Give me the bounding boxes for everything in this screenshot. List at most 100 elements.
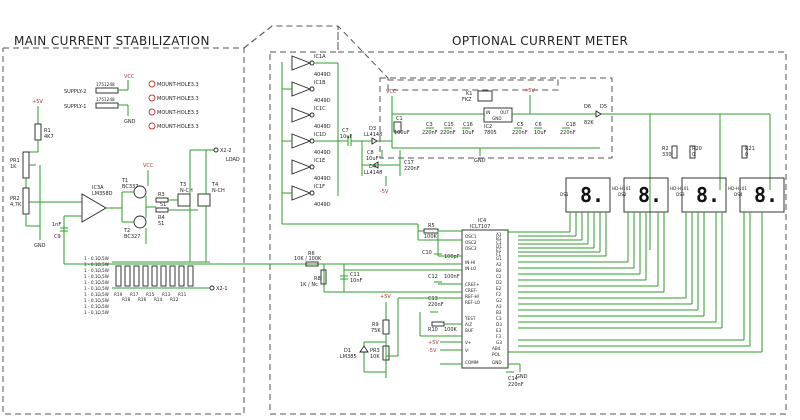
- r6-label: R6: [308, 251, 315, 257]
- shunt-spec: 1 - 0,1Ω,5W: [84, 256, 109, 261]
- ic2-regulator: [483, 107, 513, 123]
- c9-value: 1nF: [52, 222, 61, 228]
- ic2-in-label: IN: [486, 110, 490, 115]
- c9-label: C9: [54, 234, 61, 240]
- gnd-label-left: GND: [34, 243, 46, 249]
- d6-diode-icon: [595, 110, 602, 118]
- r8-value: 1K / Nc: [300, 282, 318, 288]
- c17-label: C17: [404, 160, 414, 166]
- k1-value: FKZ: [462, 97, 472, 103]
- r10-label: R10: [428, 327, 438, 333]
- power-supply-block: VCC C1 100uF C3 220nF C15 220nF C16 10uF…: [386, 88, 600, 164]
- ic1b-label: IC1B: [314, 80, 326, 86]
- t2-label: T2: [123, 228, 130, 234]
- t3-label: T3: [179, 182, 186, 188]
- shunt-spec: 1 - 0,1Ω,5W: [84, 274, 109, 279]
- shunt-spec: 1 - 0,1Ω,5W: [84, 262, 109, 267]
- r3-label: R3: [158, 192, 165, 198]
- r20-value: 0: [692, 152, 695, 158]
- c1-label: C1: [396, 116, 403, 122]
- r12-label: R12: [170, 297, 179, 302]
- r18-label: R18: [122, 297, 131, 302]
- r17-label: R17: [130, 292, 139, 297]
- r15-label: R15: [146, 292, 155, 297]
- r5-label: R5: [428, 223, 435, 229]
- inverter-gates: IC1A 4049D IC1B 4049D IC1C 4049D IC1D 40…: [281, 54, 418, 225]
- shunt-spec: 1 - 0,1Ω,5W: [84, 310, 109, 315]
- pr2-value: 4,7K: [10, 202, 22, 208]
- pr2-label: PR2: [10, 196, 20, 202]
- shunt-spec: 1 - 0,1Ω,5W: [84, 292, 109, 297]
- mount-hole-icon: [148, 108, 156, 116]
- pin-ref-lo: REF-LO: [465, 300, 481, 305]
- ic1c-label: IC1C: [314, 106, 326, 112]
- r6-value: 10K / 100K: [294, 256, 322, 262]
- pin-e2: E2: [496, 286, 502, 291]
- c15-value: 220nF: [440, 130, 456, 136]
- pr3-value: 10K: [370, 354, 380, 360]
- ic1d-label: IC1D: [314, 132, 326, 138]
- load-label: LOAD: [226, 157, 240, 163]
- pin-ref-hi: REF-HI: [465, 294, 479, 299]
- r4-label: R4: [158, 215, 165, 221]
- pin-g3: G3: [496, 340, 502, 345]
- left-input-network: +5V R1 4K7 PR1 1K PR2 4,7K GND: [10, 99, 82, 249]
- supply-connector-1: SUPPLY-1 1751248 GND: [64, 97, 136, 125]
- meter-vcc-label: VCC: [386, 89, 397, 95]
- pin-g2: G2: [496, 298, 502, 303]
- supply-1-label: SUPPLY-1: [64, 104, 86, 110]
- mount-hole-icon: [148, 80, 156, 88]
- c16-label: C16: [463, 122, 473, 128]
- pin-f1: F1: [496, 252, 501, 257]
- d3-value: LL4148: [364, 132, 382, 138]
- ic3a-label: IC3A: [92, 185, 104, 191]
- minus5v-label: -5V: [380, 189, 389, 195]
- r21-label: R21: [745, 146, 755, 152]
- ic1a-type: 4049D: [314, 72, 331, 78]
- ic2-value: 7805: [484, 130, 497, 136]
- r20-resistor: [689, 145, 696, 159]
- c13-label: C13: [428, 296, 438, 302]
- mount-hole-label: MOUNT-HOLE3.3: [157, 82, 199, 88]
- meter-section-border: [269, 26, 787, 415]
- r10-resistor: [431, 321, 445, 327]
- pin-cref-plus: CREF+: [465, 282, 480, 287]
- pin-g1: G1: [496, 256, 502, 261]
- r5-resistor: [423, 228, 439, 234]
- ds1-digit: 8.: [580, 183, 604, 207]
- d3-diode-icon: [371, 137, 378, 145]
- r9-resistor: [382, 319, 390, 335]
- pin-c1: C1: [496, 240, 502, 245]
- pin-e3: E3: [496, 328, 502, 333]
- pr3-label: PR3: [370, 348, 380, 354]
- t2-value: BC327: [124, 234, 140, 240]
- pin-d3: D3: [496, 322, 502, 327]
- pr1-potentiometer: [22, 151, 30, 179]
- d3-label: D3: [369, 126, 376, 132]
- d4-label: D4: [369, 164, 376, 170]
- ref-plus5v-label: +5V: [380, 294, 391, 300]
- pin-osc1: OSC1: [465, 234, 477, 239]
- shunt-spec: 1 - 0,1Ω,5W: [84, 286, 109, 291]
- c5-label: C5: [517, 122, 524, 128]
- c13-value: 220nF: [428, 302, 444, 308]
- c8-label: C8: [367, 150, 374, 156]
- ic1f-label: IC1F: [314, 184, 325, 190]
- pin-b1: B1: [496, 236, 502, 241]
- supply-2-part: 1751248: [96, 82, 115, 87]
- pin-c3: C3: [496, 316, 502, 321]
- shunt-spec: 1 - 0,1Ω,5W: [84, 280, 109, 285]
- shunt-resistor-bank: R19 R17 R15 R13 R11 R18 R16 R14 R12 1 - …: [64, 256, 300, 315]
- pr2-potentiometer: [22, 187, 30, 215]
- c5-value: 220nF: [512, 130, 528, 136]
- d1-reference-diode-icon: [359, 345, 369, 353]
- ic1c-gate: [291, 107, 312, 123]
- seven-segment-displays: 8. DS1 8. DS2 8. DS3 8. DS4 HD-H101 HD-H…: [560, 177, 785, 213]
- t1-label: T1: [121, 178, 128, 184]
- r22-value: 82K: [584, 120, 594, 126]
- ic1a-gate: [291, 55, 312, 71]
- ic3a-value: LM358D: [92, 191, 113, 197]
- pin-d2: D2: [496, 280, 502, 285]
- r13-label: R13: [162, 292, 171, 297]
